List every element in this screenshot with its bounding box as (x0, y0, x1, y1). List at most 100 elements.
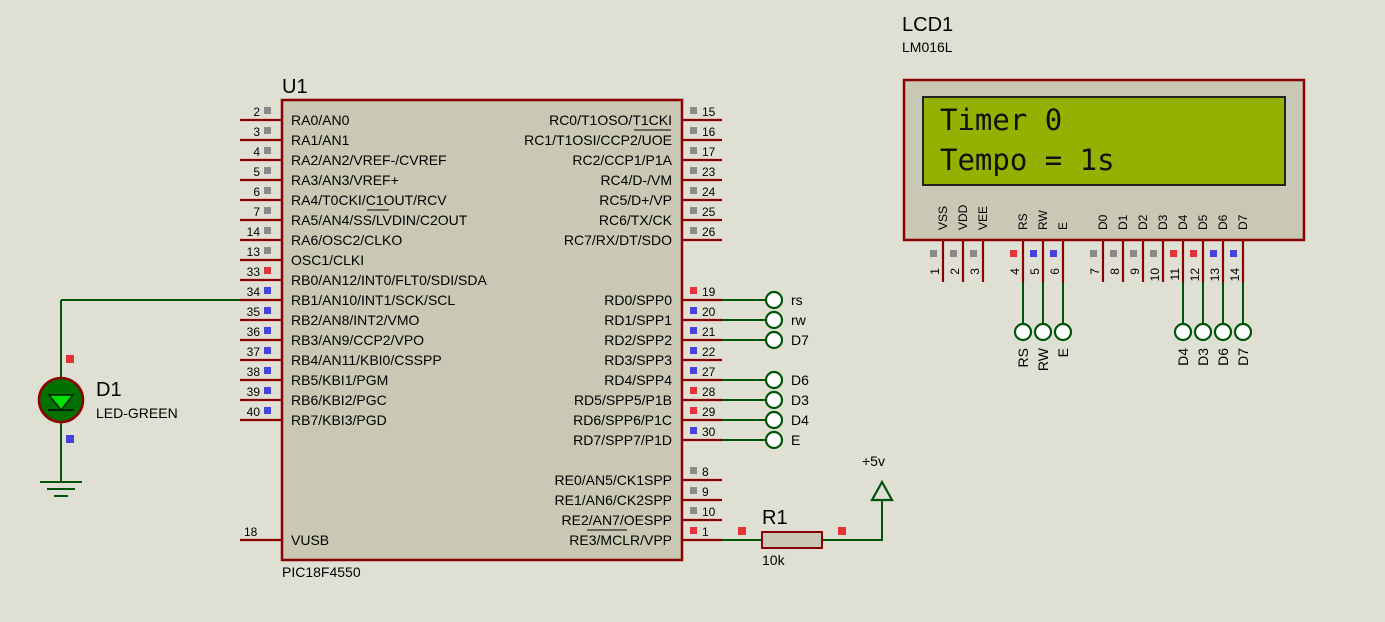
net-terminal[interactable] (764, 310, 784, 330)
lcd-pin-number: 3 (968, 268, 982, 275)
u1-pin-name: RA0/AN0 (291, 112, 350, 128)
lcd-pin-name: D3 (1156, 214, 1170, 230)
u1-pin-status-dot (264, 227, 271, 234)
net-terminal[interactable] (764, 330, 784, 350)
u1-pin-status-dot (690, 467, 697, 474)
lcd-pin-status-dot (930, 250, 937, 257)
lcd-pin-status-dot (1030, 250, 1037, 257)
u1-pin-name: RA4/T0CKI/C1OUT/RCV (291, 192, 447, 208)
u1-pin-status-dot (690, 287, 697, 294)
u1-pin-status-dot (690, 207, 697, 214)
lcd-pin-status-dot (1230, 250, 1237, 257)
u1-pin-name: RC0/T1OSO/T1CKI (549, 112, 672, 128)
u1-pin-name: RD4/SPP4 (604, 372, 672, 388)
u1-pin-number: 22 (702, 345, 716, 359)
u1-pin-name: RC6/TX/CK (599, 212, 673, 228)
u1-right-pins: 15RC0/T1OSO/T1CKI16RC1/T1OSI/CCP2/UOE17R… (524, 105, 809, 548)
lcd-pin-status-dot (1150, 250, 1157, 257)
u1-pin-name: RC4/D-/VM (600, 172, 672, 188)
u1-pin-status-dot (690, 227, 697, 234)
u1-pin-number: 26 (702, 225, 716, 239)
u1-pin-name: RB2/AN8/INT2/VMO (291, 312, 419, 328)
u1-part-label: PIC18F4550 (282, 564, 361, 580)
u1-pin-name: RB7/KBI3/PGD (291, 412, 387, 428)
lcd-net-terminal[interactable] (1053, 322, 1073, 342)
u1-pin-number: 36 (247, 325, 261, 339)
net-label: E (791, 432, 800, 448)
u1-pin-status-dot (264, 407, 271, 414)
lcd-pin-name: D0 (1096, 214, 1110, 230)
lcd-pin-number: 14 (1228, 268, 1242, 282)
u1-pin-name: RE2/AN7/OESPP (562, 512, 673, 528)
u1-pin-status-dot (690, 507, 697, 514)
net-terminal[interactable] (764, 390, 784, 410)
ground-icon (40, 481, 82, 497)
lcd-pin-name: E (1056, 222, 1070, 230)
u1-pin-name: RE1/AN6/CK2SPP (555, 492, 673, 508)
u1-pin-name: OSC1/CLKI (291, 252, 364, 268)
lcd-net-terminal[interactable] (1213, 322, 1233, 342)
u1-pin-name: RB5/KBI1/PGM (291, 372, 388, 388)
u1-pin-status-dot (264, 147, 271, 154)
lcd-net-terminal[interactable] (1233, 322, 1253, 342)
lcd-net-terminal[interactable] (1013, 322, 1033, 342)
u1-pin-number: 16 (702, 125, 716, 139)
u1-pin-number: 27 (702, 365, 716, 379)
u1-pin-name: RB6/KBI2/PGC (291, 392, 387, 408)
net-label: rw (791, 312, 807, 328)
u1-pin-name: RD0/SPP0 (604, 292, 672, 308)
u1-pin-status-dot (264, 247, 271, 254)
lcd-module[interactable]: LCD1 LM016L Timer 0 Tempo = 1s 1VSS2VDD3… (902, 14, 1306, 371)
lcd-net-label: E (1055, 348, 1071, 357)
lcd-pin-status-dot (1190, 250, 1197, 257)
u1-pin-number: 14 (247, 225, 261, 239)
lcd-net-terminal[interactable] (1173, 322, 1193, 342)
u1-pin-status-dot (264, 287, 271, 294)
lcd-pin-name: VDD (956, 204, 970, 230)
lcd-pin-status-dot (1090, 250, 1097, 257)
lcd-net-terminal[interactable] (1033, 322, 1053, 342)
lcd-pin-name: D5 (1196, 214, 1210, 230)
lcd-pin-status-dot (1110, 250, 1117, 257)
u1-pin-name: RB1/AN10/INT1/SCK/SCL (291, 292, 455, 308)
lcd-net-terminal[interactable] (1193, 322, 1213, 342)
u1-pin-status-dot (690, 167, 697, 174)
u1-pin-name: RA3/AN3/VREF+ (291, 172, 399, 188)
lcd-pin-status-dot (1210, 250, 1217, 257)
power-terminal[interactable]: +5v (862, 453, 894, 502)
lcd-pin-name: VSS (936, 206, 950, 230)
u1-pin-name: RB3/AN9/CCP2/VPO (291, 332, 424, 348)
lcd-net-label: RW (1035, 347, 1051, 371)
lcd-pin-name: D7 (1236, 214, 1250, 230)
lcd-pin-name: D2 (1136, 214, 1150, 230)
net-terminal[interactable] (764, 290, 784, 310)
led-d1[interactable]: D1 LED-GREEN (37, 299, 240, 497)
net-label: rs (791, 292, 803, 308)
lcd-pin-name: VEE (976, 206, 990, 230)
u1-pin-number: 29 (702, 405, 716, 419)
u1-pin-name: RC7/RX/DT/SDO (564, 232, 672, 248)
u1-pin-number: 6 (253, 185, 260, 199)
u1-pin-name: RC1/T1OSI/CCP2/UOE (524, 132, 672, 148)
lcd-pin-number: 1 (928, 268, 942, 275)
net-label: D7 (791, 332, 809, 348)
u1-pin-number: 33 (247, 265, 261, 279)
net-terminal[interactable] (764, 430, 784, 450)
net-terminal[interactable] (764, 410, 784, 430)
d1-ref-label: D1 (96, 379, 122, 401)
resistor-r1[interactable]: R1 10k (722, 500, 883, 568)
r1-pin1-dot (738, 527, 746, 535)
net-terminal[interactable] (764, 370, 784, 390)
u1-pin-status-dot (690, 187, 697, 194)
u1-pin-status-dot (690, 107, 697, 114)
u1-pin-number: 34 (247, 285, 261, 299)
u1-pin-name: RC2/CCP1/P1A (572, 152, 672, 168)
u1-pin-number: 24 (702, 185, 716, 199)
u1-pin-status-dot (690, 387, 697, 394)
u1-pin-status-dot (690, 147, 697, 154)
u1-pin-number: 37 (247, 345, 261, 359)
lcd-line-2: Tempo = 1s (940, 143, 1115, 177)
lcd-line-1: Timer 0 (940, 103, 1062, 137)
lcd-pin-number: 5 (1028, 268, 1042, 275)
